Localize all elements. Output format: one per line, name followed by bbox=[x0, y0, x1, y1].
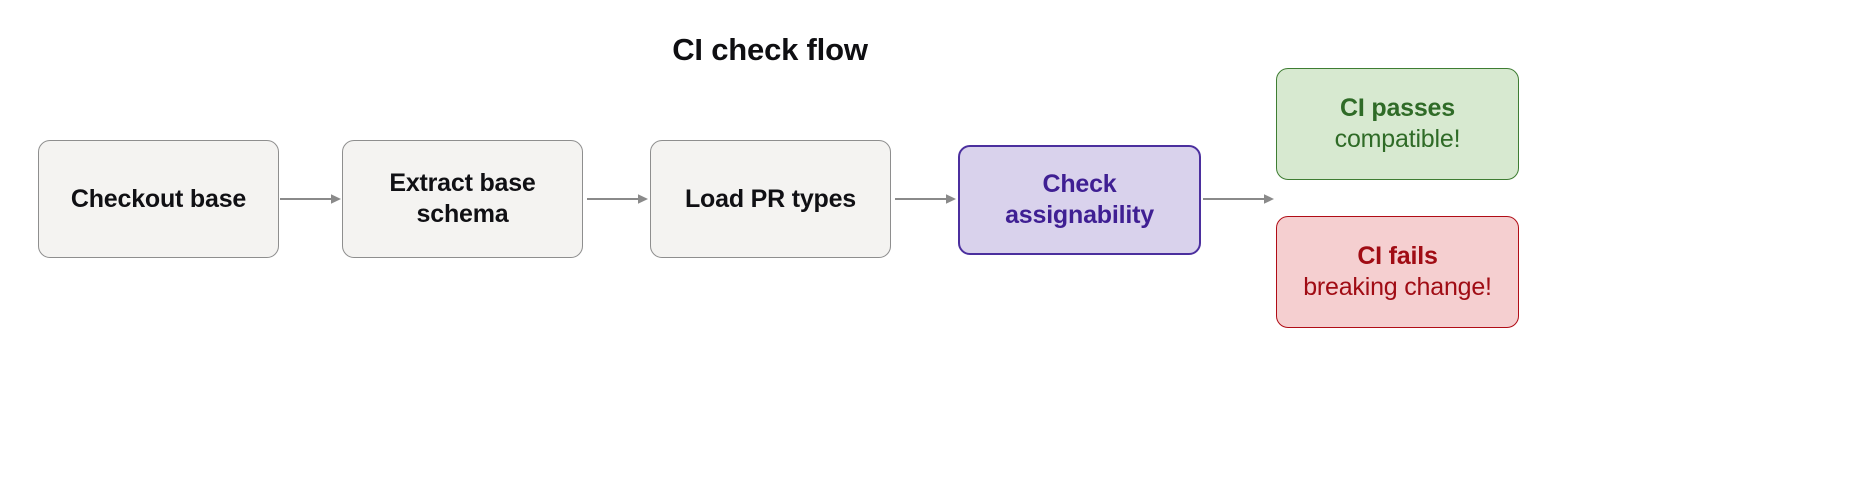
flow-node-label: Check bbox=[1042, 170, 1117, 198]
flow-node-ci-passes[interactable]: CI passes compatible! bbox=[1276, 68, 1519, 180]
arrow-extract-schema-to-load-pr-types bbox=[587, 193, 649, 205]
flow-node-check-assignability[interactable]: Check assignability bbox=[958, 145, 1201, 255]
arrow-checkout-base-to-extract-schema bbox=[280, 193, 342, 205]
flow-node-extract-base-schema[interactable]: Extract base schema bbox=[342, 140, 583, 258]
flow-node-sublabel: compatible! bbox=[1334, 125, 1461, 153]
flow-node-label: CI passes bbox=[1340, 94, 1455, 122]
flow-node-label-line2: schema bbox=[416, 200, 509, 228]
flow-node-label-line2: assignability bbox=[1005, 201, 1154, 229]
flow-node-label: CI fails bbox=[1357, 242, 1438, 270]
flow-node-load-pr-types[interactable]: Load PR types bbox=[650, 140, 891, 258]
flow-node-label: Checkout base bbox=[70, 184, 247, 213]
flow-node-label: Load PR types bbox=[684, 184, 857, 213]
arrow-load-pr-types-to-check-assignability bbox=[895, 193, 957, 205]
page-title: CI check flow bbox=[672, 32, 868, 67]
flow-node-checkout-base[interactable]: Checkout base bbox=[38, 140, 279, 258]
flow-node-sublabel: breaking change! bbox=[1303, 273, 1492, 301]
flow-node-label: Extract base bbox=[389, 169, 536, 197]
flow-node-ci-fails[interactable]: CI fails breaking change! bbox=[1276, 216, 1519, 328]
arrow-check-assignability-to-outcome bbox=[1203, 193, 1275, 205]
